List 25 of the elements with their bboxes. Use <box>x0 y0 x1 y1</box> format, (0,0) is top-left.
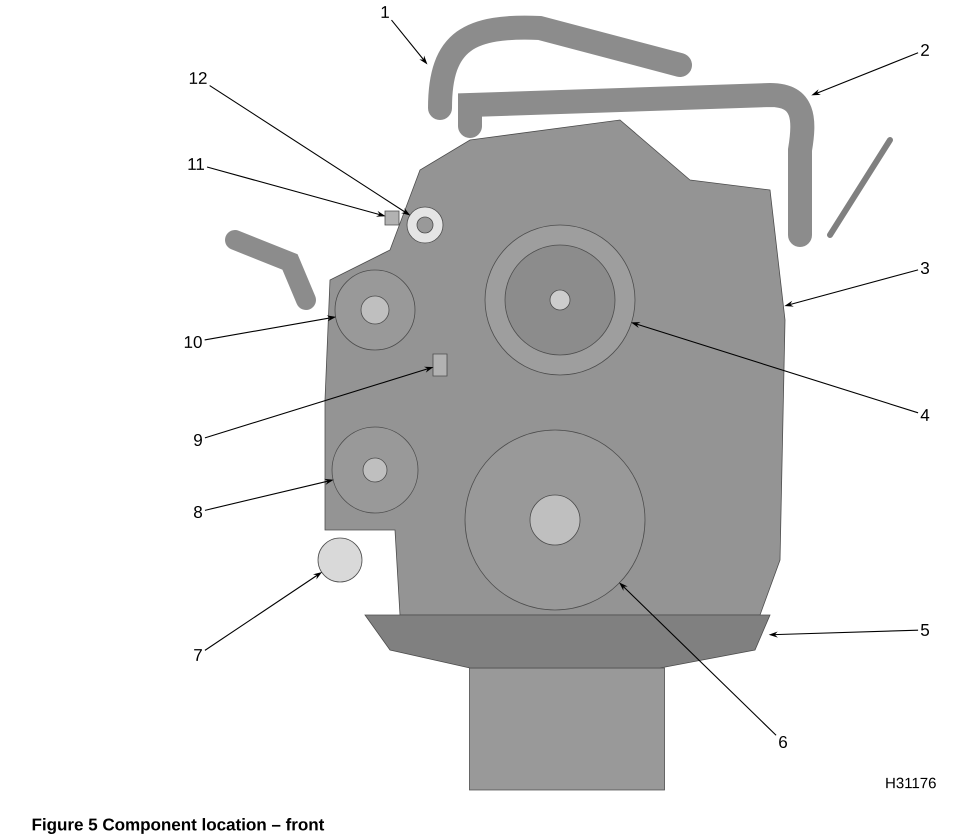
callout-number: 6 <box>779 736 787 748</box>
callout-number: 1 <box>382 6 389 18</box>
pump-pulley <box>332 426 418 514</box>
fan-pulley <box>484 224 636 376</box>
sensor-connector <box>384 210 400 226</box>
filter-cap <box>318 538 362 582</box>
callout-number: 3 <box>920 262 929 274</box>
sensor-connector <box>432 354 448 376</box>
vibration-damper <box>464 430 646 610</box>
figure-caption: Figure 5 Component location – front <box>32 818 324 834</box>
callout-number: 7 <box>194 649 202 661</box>
callout-number: 10 <box>184 336 202 348</box>
alternator <box>334 270 416 350</box>
air-pipe <box>458 83 814 247</box>
exhaust-pipe <box>428 16 692 120</box>
figure-code: H31176 <box>886 778 936 788</box>
sensor <box>406 206 444 244</box>
callout-number: 11 <box>188 158 204 170</box>
callout-number: 9 <box>194 434 202 446</box>
callout-number: 4 <box>920 409 930 421</box>
callout-number: 2 <box>921 44 929 56</box>
oil-pan <box>469 668 665 790</box>
callout-number: 12 <box>190 72 207 84</box>
callout-number: 5 <box>920 624 929 636</box>
callout-number: 8 <box>194 506 202 518</box>
